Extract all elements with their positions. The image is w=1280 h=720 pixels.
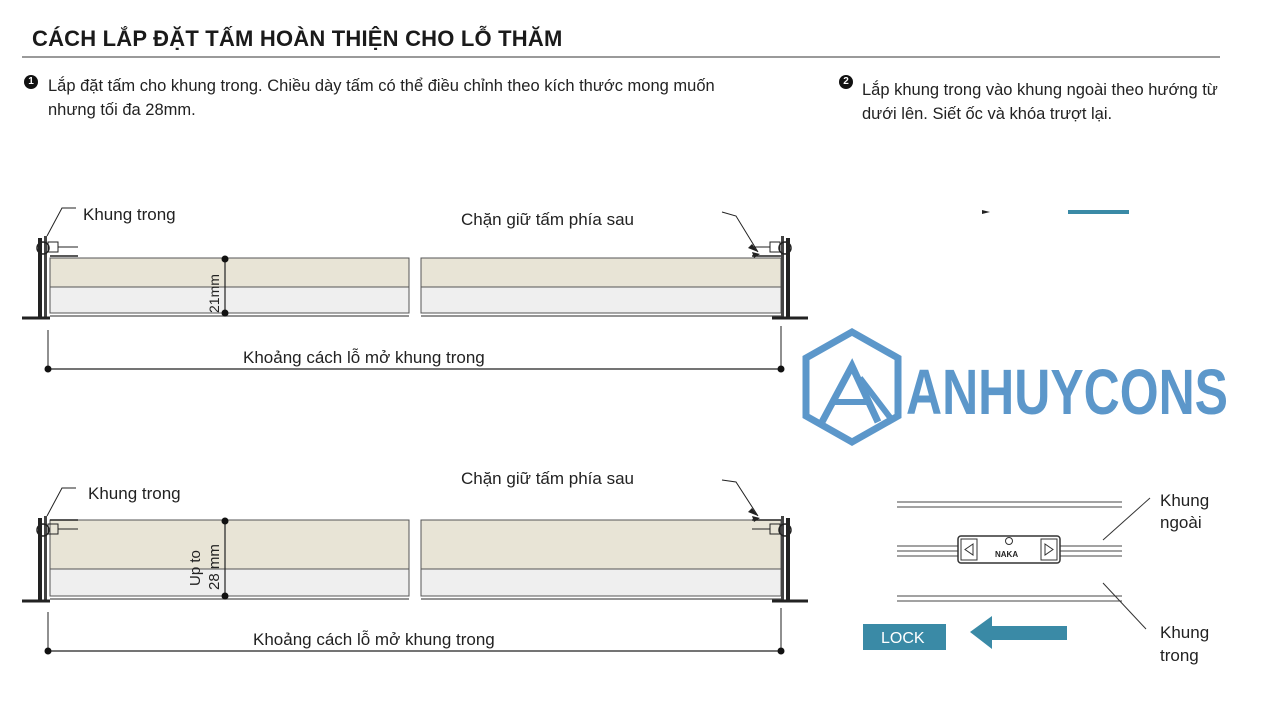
top-back-stop-label: Chặn giữ tấm phía sau: [461, 210, 634, 229]
inner-frame-label-line2: trong: [1160, 646, 1199, 665]
bottom-thickness-label-line1: Up to: [187, 550, 204, 586]
stray-bar-fragment: [1068, 210, 1129, 214]
bottom-thickness-label-line2: 28 mm: [206, 544, 223, 590]
lock-right-arrow-icon: [1044, 543, 1054, 556]
step-2-number: 2: [839, 75, 853, 89]
top-right-frame: [752, 236, 808, 320]
lock-direction-arrow-icon: [970, 616, 1067, 649]
bottom-section-diagram: Khung trong Chặn giữ tấm phía sau Up to …: [22, 469, 808, 655]
step-1-text: Lắp đặt tấm cho khung trong. Chiều dày t…: [48, 77, 715, 119]
top-panel-upper-left: [49, 257, 410, 288]
top-section-diagram: Khung trong Chặn giữ tấm phía sau 21mm K…: [22, 205, 808, 373]
lock-diagram: NAKA Khung ngoài Khung trong LOCK: [863, 491, 1209, 665]
title-divider: [22, 56, 1220, 58]
logo-wordmark: ANHUYCONS: [906, 356, 1228, 428]
outer-frame-leader: [1102, 497, 1151, 541]
bottom-back-stop-leader: [721, 479, 759, 517]
top-panel-lower-right: [420, 286, 782, 314]
lock-left-arrow-icon: [964, 543, 974, 556]
top-back-stop-leader: [721, 211, 759, 253]
outer-frame-label-line1: Khung: [1160, 491, 1209, 510]
bottom-opening-label: Khoảng cách lỗ mở khung trong: [253, 630, 495, 649]
lock-indicator-icon: [1005, 537, 1013, 545]
outer-frame-label-line2: ngoài: [1160, 513, 1202, 532]
top-opening-label: Khoảng cách lỗ mở khung trong: [243, 348, 485, 367]
slide-lock-body: [957, 535, 1061, 564]
top-inner-frame-label: Khung trong: [83, 205, 176, 224]
top-thickness-label: 21mm: [206, 274, 222, 313]
bottom-inner-frame-leader: [46, 487, 76, 517]
bottom-inner-frame-label: Khung trong: [88, 484, 181, 503]
inner-frame-leader: [1102, 582, 1147, 630]
logo-hexagon-icon: [802, 327, 902, 447]
bottom-panel-lower-left: [49, 568, 410, 597]
bottom-panel-lower-right: [420, 568, 782, 597]
step-2-text: Lắp khung trong vào khung ngoài theo hướ…: [862, 81, 1218, 123]
step-1-number: 1: [24, 75, 38, 89]
lock-badge-label: LOCK: [881, 630, 925, 647]
bottom-panel-upper-left: [49, 519, 410, 570]
lock-badge: [863, 624, 946, 650]
bottom-back-stop-label: Chặn giữ tấm phía sau: [461, 469, 634, 488]
bottom-left-frame: [22, 516, 78, 603]
top-panel-upper-right: [420, 257, 782, 288]
top-panel-lower-left: [49, 286, 410, 314]
top-left-frame: [22, 236, 78, 320]
top-inner-frame-leader: [46, 207, 76, 237]
stray-arrow-fragment: [982, 210, 990, 214]
lock-brand-label: NAKA: [995, 550, 1018, 559]
bottom-panel-upper-right: [420, 519, 782, 570]
watermark-logo: ANHUYCONS: [802, 327, 1228, 447]
page-title: CÁCH LẮP ĐẶT TẤM HOÀN THIỆN CHO LỖ THĂM: [32, 26, 563, 51]
inner-frame-label-line1: Khung: [1160, 623, 1209, 642]
bottom-right-frame: [752, 516, 808, 603]
